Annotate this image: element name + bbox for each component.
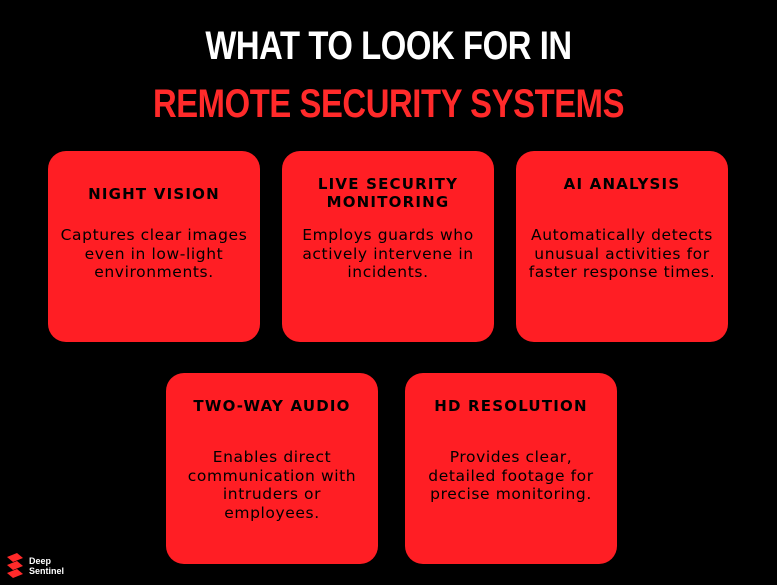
card-description: Enables direct communication with intrud… [187,448,357,522]
logo-word-sentinel: Sentinel [29,566,65,576]
page-title-line-1: WHAT TO LOOK FOR IN [205,24,572,68]
logo-word-deep: Deep [29,556,52,566]
feature-card-ai-analysis: AI ANALYSIS Automatically detects unusua… [516,151,728,342]
deep-sentinel-logo: Deep Sentinel [5,553,64,579]
feature-card-night-vision: NIGHT VISION Captures clear images even … [48,151,260,342]
feature-card-two-way-audio: TWO-WAY AUDIO Enables direct communicati… [166,373,378,564]
card-title: TWO-WAY AUDIO [193,397,351,415]
card-title: LIVE SECURITY MONITORING [317,175,459,211]
logo-text: Deep Sentinel [29,556,64,576]
card-title: NIGHT VISION [88,185,220,203]
card-description: Employs guards who actively intervene in… [302,226,474,281]
card-description: Captures clear images even in low-light … [60,226,248,281]
deep-sentinel-logo-icon [5,553,25,579]
feature-card-live-monitoring: LIVE SECURITY MONITORING Employs guards … [282,151,494,342]
card-title: AI ANALYSIS [563,175,681,193]
card-description: Automatically detects unusual activities… [528,226,716,281]
feature-card-hd-resolution: HD RESOLUTION Provides clear, detailed f… [405,373,617,564]
card-description: Provides clear, detailed footage for pre… [428,448,594,503]
card-title: HD RESOLUTION [434,397,588,415]
page-title-line-2: REMOTE SECURITY SYSTEMS [152,82,625,126]
